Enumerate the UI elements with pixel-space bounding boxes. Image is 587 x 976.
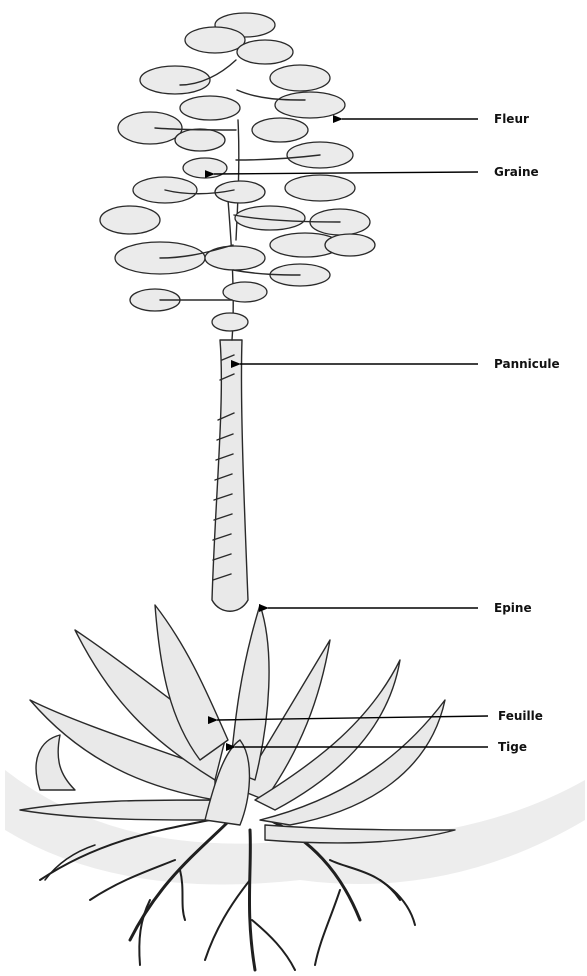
graine-arrow [214,172,478,174]
label-epine: Epine [494,601,532,615]
flower-clusters [100,13,375,331]
label-graine: Graine [494,165,539,179]
labels: Fleur Graine Pannicule Epine Feuille Tig… [494,112,560,754]
label-tige: Tige [498,740,527,754]
label-pannicule: Pannicule [494,357,560,371]
label-feuille: Feuille [498,709,543,723]
leaves [20,605,455,843]
label-fleur: Fleur [494,112,529,126]
